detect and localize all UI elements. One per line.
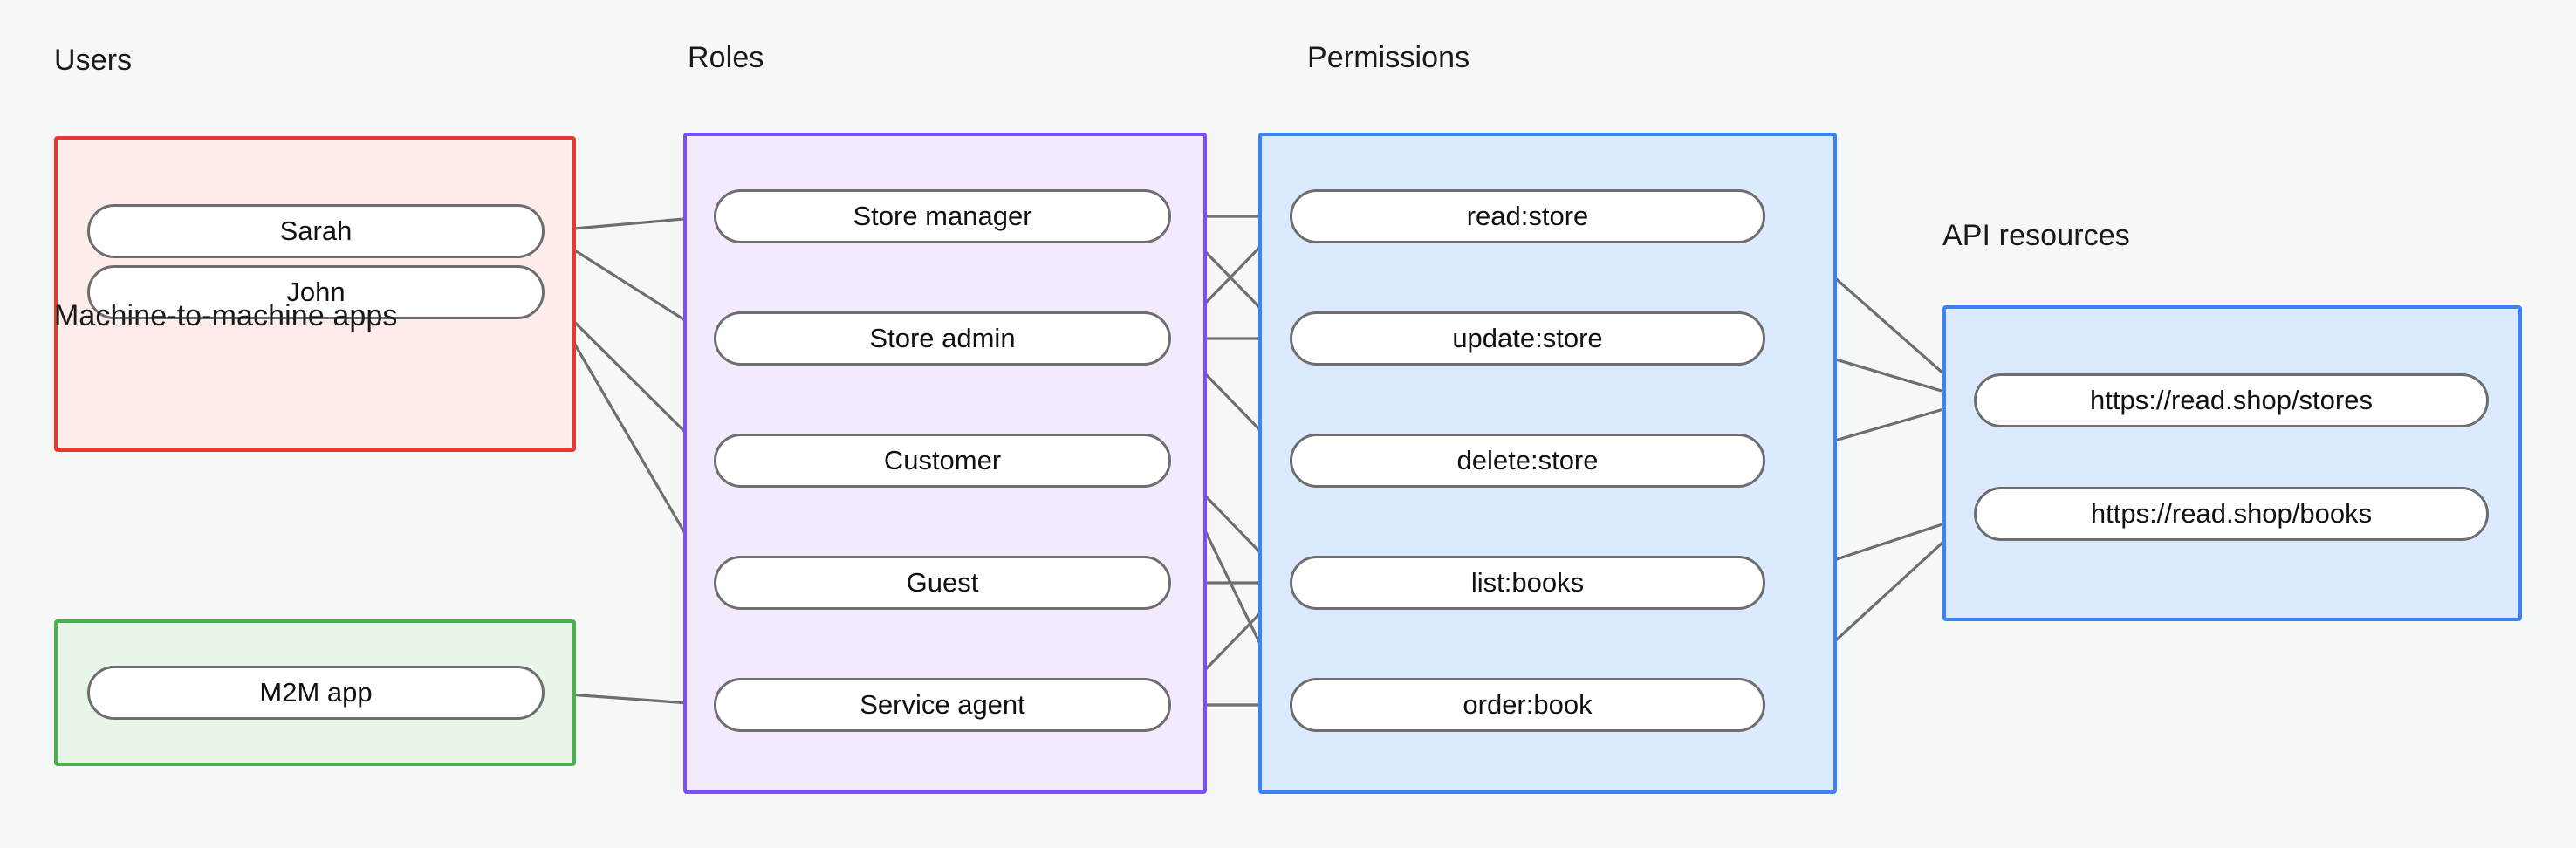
node-store-admin[interactable]: Store admin [714, 311, 1171, 366]
node-delete-store[interactable]: delete:store [1290, 434, 1765, 488]
node-order-book[interactable]: order:book [1290, 678, 1765, 732]
node-john[interactable]: John [87, 265, 545, 319]
node-update-store[interactable]: update:store [1290, 311, 1765, 366]
node-m2mapp[interactable]: M2M app [87, 666, 545, 720]
node-res-books[interactable]: https://read.shop/books [1974, 487, 2489, 541]
group-label-users: Users [54, 44, 133, 77]
node-store-manager[interactable]: Store manager [714, 189, 1171, 243]
node-service-agent[interactable]: Service agent [714, 678, 1171, 732]
node-customer[interactable]: Customer [714, 434, 1171, 488]
node-sarah[interactable]: Sarah [87, 204, 545, 258]
group-box-api-resources [1942, 305, 2522, 621]
group-label-api-resources: API resources [1942, 219, 2130, 252]
group-label-permissions: Permissions [1307, 41, 1470, 74]
node-guest[interactable]: Guest [714, 556, 1171, 610]
group-label-roles: Roles [688, 41, 764, 74]
node-res-stores[interactable]: https://read.shop/stores [1974, 373, 2489, 427]
group-label-m2m: Machine-to-machine apps [54, 299, 398, 332]
node-read-store[interactable]: read:store [1290, 189, 1765, 243]
node-list-books[interactable]: list:books [1290, 556, 1765, 610]
